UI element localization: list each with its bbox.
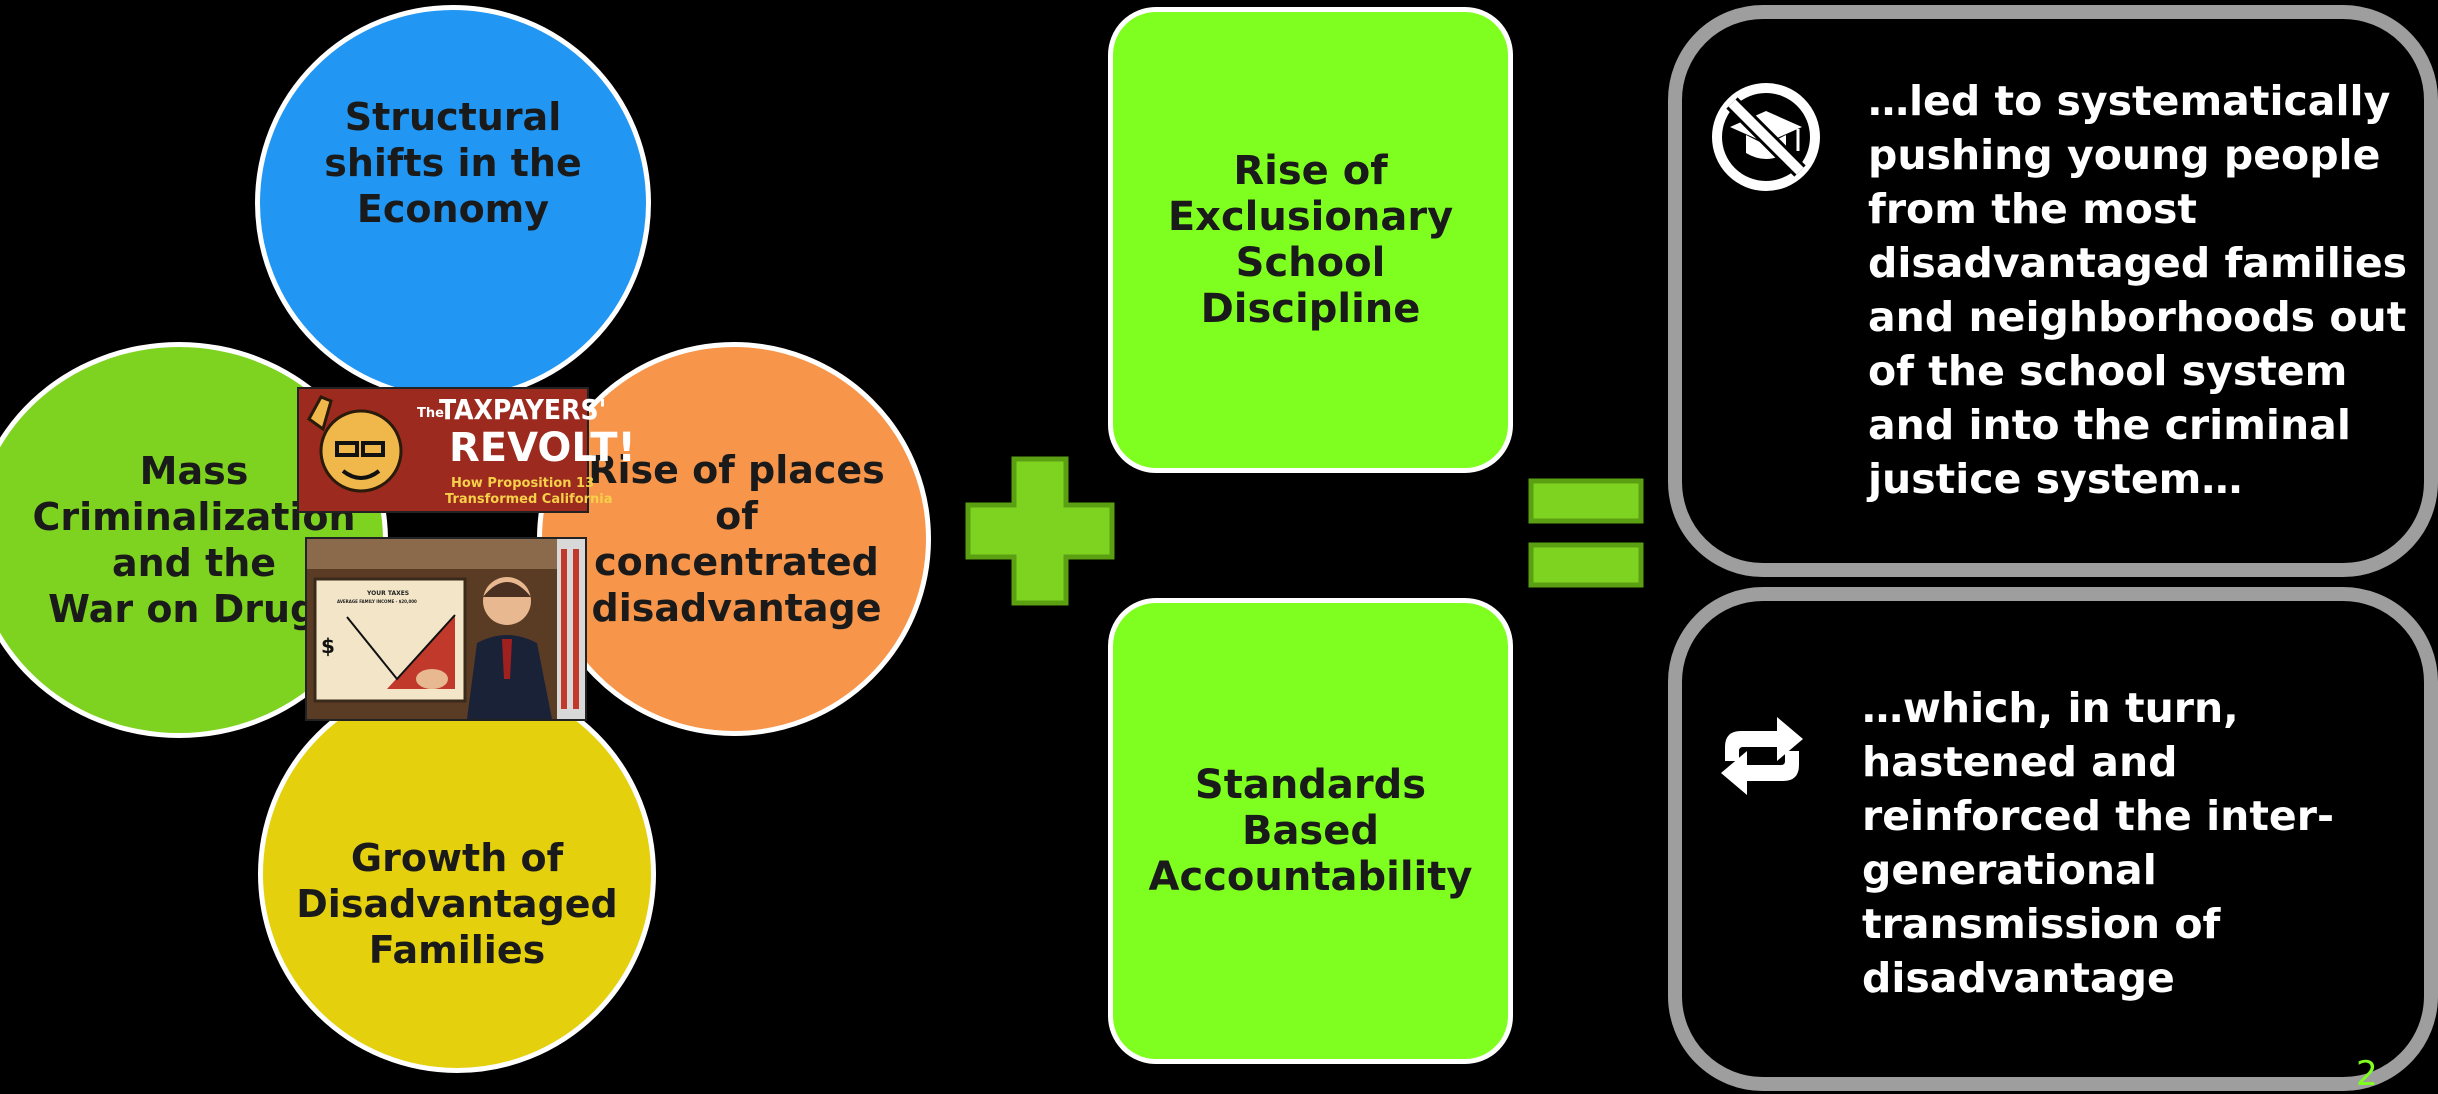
- outcome-transmission-box: …which, in turn, hastened and reinforced…: [1668, 587, 2438, 1091]
- poster-title-line1: TAXPAYERS': [439, 393, 606, 426]
- poster-illustration: The TAXPAYERS' REVOLT! How Proposition 1…: [299, 389, 636, 511]
- photo-dollar-sign: $: [321, 634, 335, 658]
- poster-the-text: The: [417, 406, 444, 421]
- circle-economy: Structural shifts in the Economy: [255, 5, 651, 401]
- box-exclusionary-discipline-label: Rise of Exclusionary School Discipline: [1167, 148, 1454, 332]
- circle-disadvantage: Rise of places of concentrated disadvant…: [537, 342, 931, 736]
- poster-title-line2: REVOLT!: [449, 425, 636, 471]
- circle-families-label: Growth of Disadvantaged Families: [296, 836, 618, 972]
- page-number: 2: [2356, 1054, 2378, 1094]
- equals-icon: [1528, 478, 1644, 588]
- plus-icon: [965, 456, 1115, 606]
- box-exclusionary-discipline: Rise of Exclusionary School Discipline: [1108, 7, 1513, 473]
- reagan-tax-chart-photo: YOUR TAXES AVERAGE FAMILY INCOME - $20,0…: [305, 537, 587, 721]
- poster-subtitle-line2: Transformed California: [445, 492, 613, 507]
- taxpayers-revolt-poster: The TAXPAYERS' REVOLT! How Proposition 1…: [297, 387, 636, 513]
- photo-chart-subheading: AVERAGE FAMILY INCOME - $20,000: [337, 599, 417, 604]
- poster-subtitle-line1: How Proposition 13: [451, 476, 594, 491]
- circle-disadvantage-label: Rise of places of concentrated disadvant…: [588, 448, 885, 630]
- outcome-pushout-text: …led to systematically pushing young peo…: [1868, 77, 2408, 503]
- box-standards-accountability-label: Standards Based Accountability: [1148, 762, 1473, 900]
- no-graduation-cap-icon: [1712, 83, 1820, 191]
- outcome-pushout-box: …led to systematically pushing young peo…: [1668, 5, 2438, 577]
- cycle-arrows-icon: [1721, 717, 1803, 795]
- circle-economy-label: Structural shifts in the Economy: [324, 95, 582, 231]
- box-standards-accountability: Standards Based Accountability: [1108, 598, 1513, 1064]
- outcome-transmission-text: …which, in turn, hastened and reinforced…: [1862, 684, 2334, 1002]
- circle-families: Growth of Disadvantaged Families: [258, 675, 656, 1073]
- photo-chart-heading: YOUR TAXES: [366, 590, 409, 597]
- photo-illustration: YOUR TAXES AVERAGE FAMILY INCOME - $20,0…: [307, 539, 585, 719]
